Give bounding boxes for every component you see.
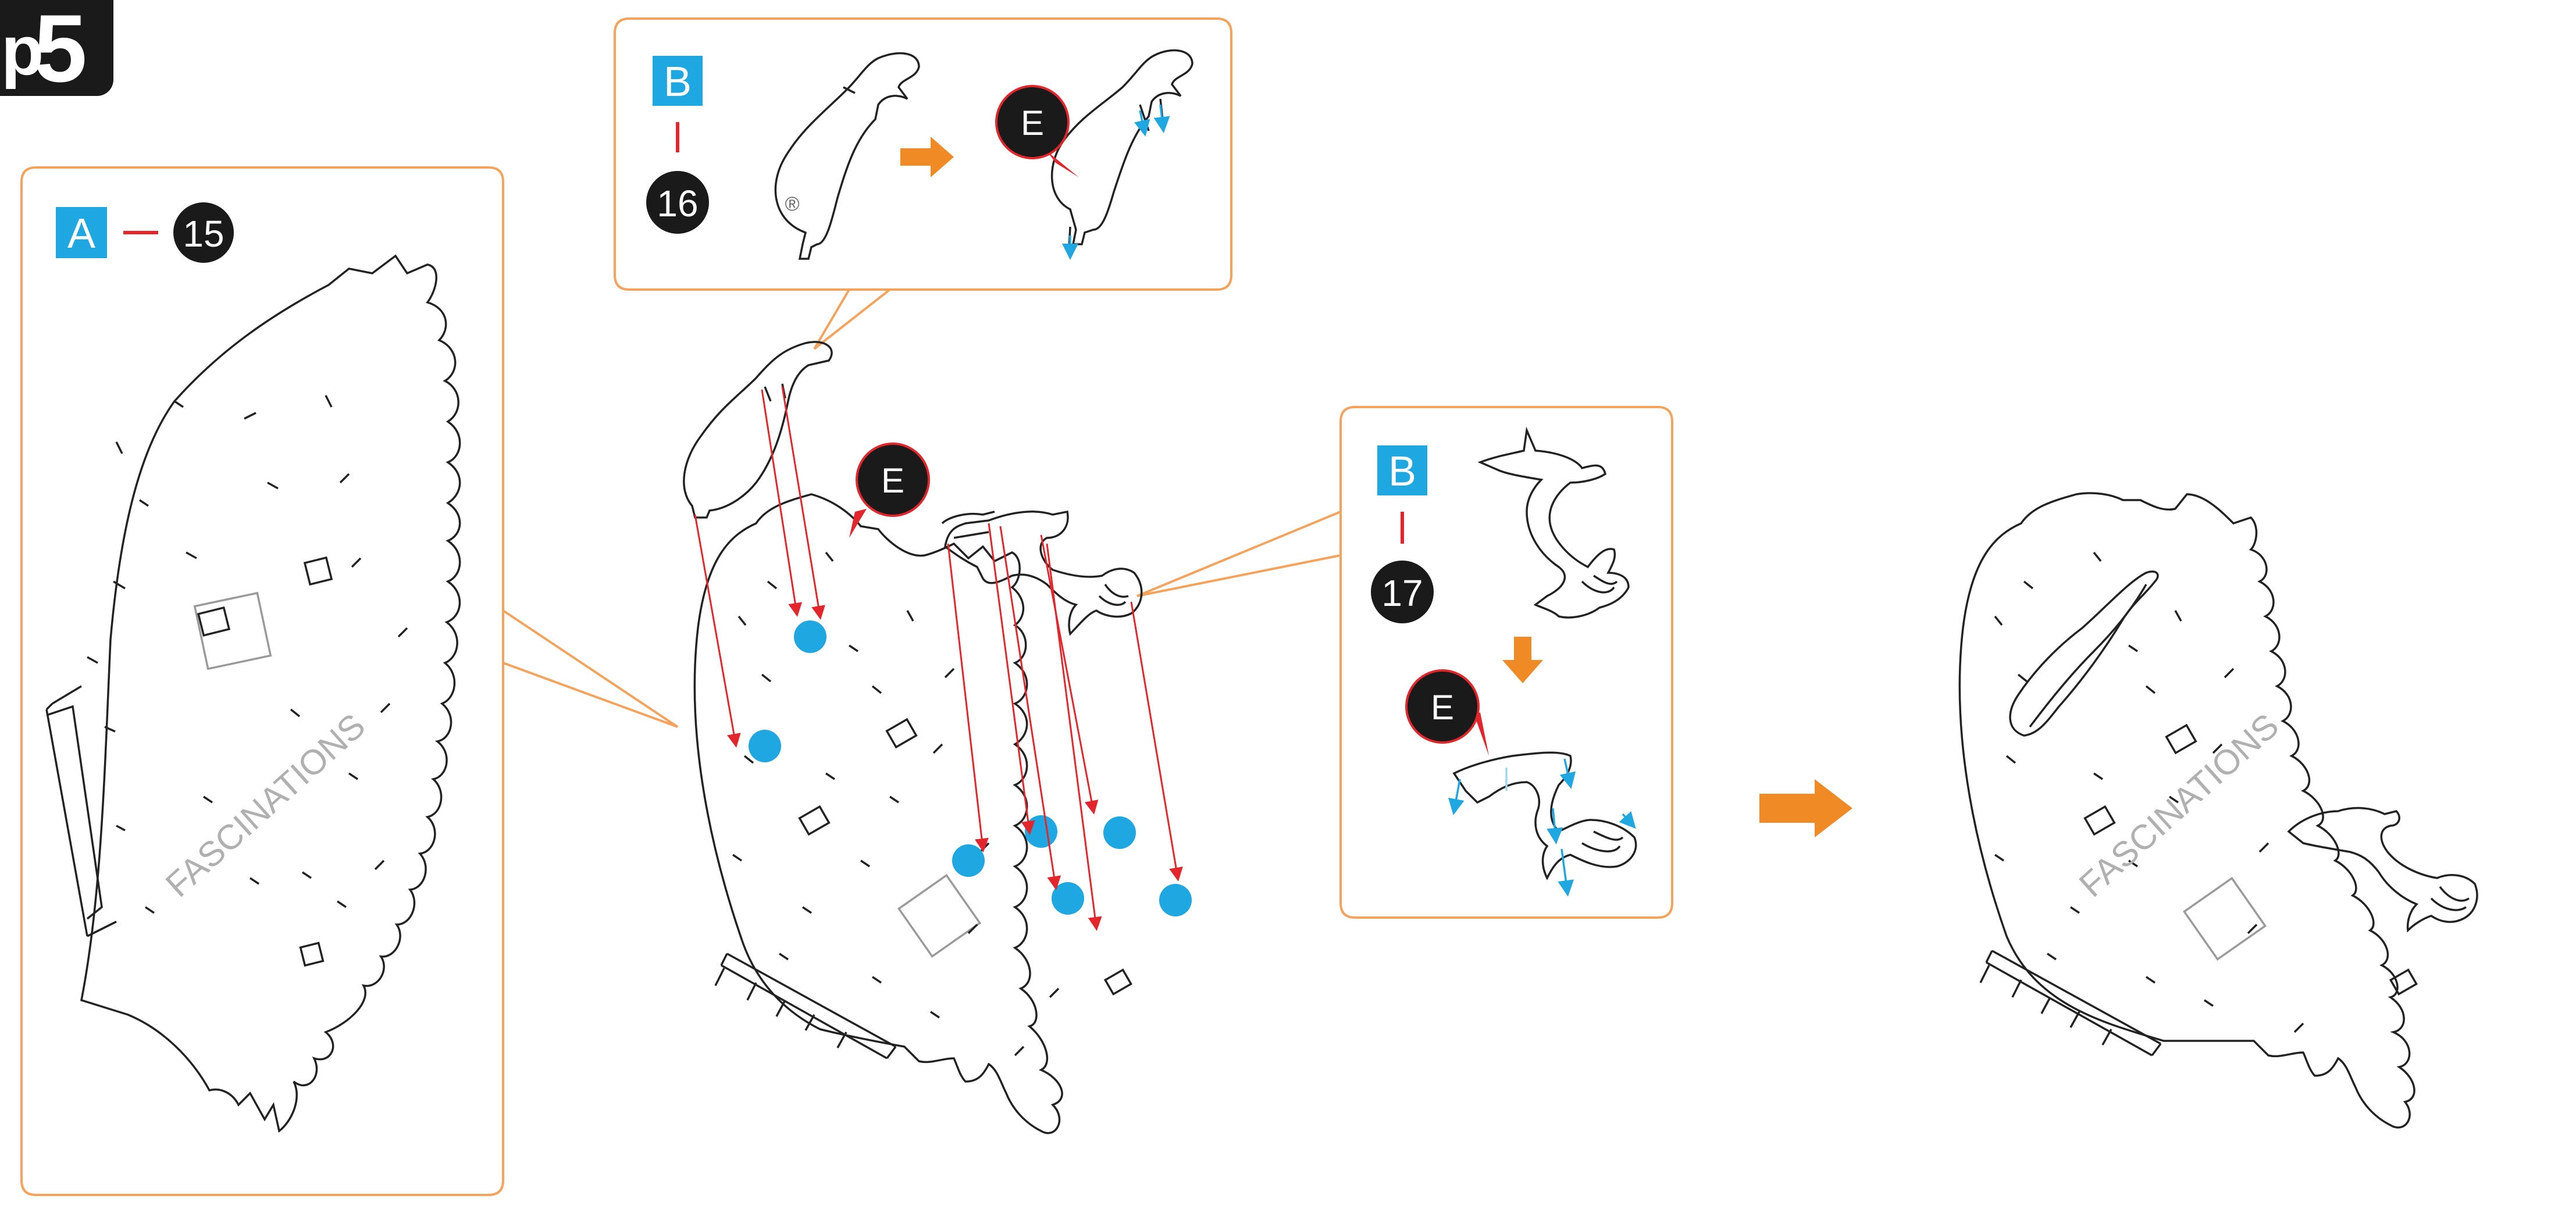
part-label-b16: B 16 xyxy=(646,56,709,234)
callout-connector xyxy=(1136,511,1341,597)
sheet-letter: B xyxy=(1388,448,1416,495)
callout-connector xyxy=(502,609,679,728)
connection-points xyxy=(749,620,1192,916)
piece-15-outline xyxy=(45,254,461,1133)
piece-17-folded xyxy=(1452,751,1637,880)
connection-point-icon xyxy=(1052,882,1084,915)
connection-point-icon xyxy=(1159,884,1192,916)
connection-point-icon xyxy=(1025,815,1057,848)
result-piece-17 xyxy=(2287,807,2478,933)
sheet-letter: B xyxy=(664,59,692,105)
part-number: 15 xyxy=(183,213,224,255)
sheet-label-square xyxy=(653,56,703,106)
part-number: 16 xyxy=(657,183,698,224)
part-number-circle xyxy=(646,171,709,234)
callout-frame xyxy=(20,166,504,1196)
fold-direction-arrows xyxy=(1062,104,1170,260)
part-label-a15: A 15 xyxy=(56,202,234,263)
sheet-label-square xyxy=(56,207,107,258)
step-number: 5 xyxy=(34,0,87,102)
tool-e-marker-icon: E xyxy=(849,443,930,538)
step-badge: p 5 xyxy=(0,0,113,102)
result-piece-16 xyxy=(2009,570,2159,737)
registered-symbol: ® xyxy=(785,193,799,215)
main-assembly: E xyxy=(683,341,1192,1134)
step-prefix: p xyxy=(1,12,44,90)
tool-e-marker-icon: E xyxy=(1405,669,1489,756)
main-piece-17 xyxy=(941,510,1143,636)
main-piece-15 xyxy=(693,493,1132,1134)
orange-arrow-icon xyxy=(900,137,954,177)
part-label-b17: B 17 xyxy=(1371,445,1434,623)
orange-arrow-icon xyxy=(1502,637,1543,683)
callout-connector xyxy=(813,288,891,350)
tool-letter: E xyxy=(881,461,904,500)
result-piece-15 xyxy=(1958,492,2418,1129)
part-number-circle xyxy=(173,202,234,263)
result-assembly: FASCINATIONS xyxy=(1958,492,2478,1129)
detail-a-callout: A 15 FASCINATIONS xyxy=(20,166,679,1196)
tool-letter: E xyxy=(1431,688,1454,727)
piece-16-flat xyxy=(774,52,920,260)
watermark: FASCINATIONS xyxy=(2072,706,2286,904)
connection-point-icon xyxy=(952,844,985,877)
tool-e-marker-icon: E xyxy=(995,85,1079,177)
sheet-letter: A xyxy=(67,210,95,257)
main-piece-16 xyxy=(683,341,833,519)
part-number-circle xyxy=(1371,561,1434,623)
connection-point-icon xyxy=(1103,816,1136,849)
orange-arrow-icon xyxy=(1759,779,1852,837)
connection-point-icon xyxy=(794,620,826,653)
sheet-label-square xyxy=(1377,445,1427,495)
detail-17-callout: B 17 E xyxy=(1136,406,1673,919)
fold-direction-arrows xyxy=(1448,758,1636,897)
tool-letter: E xyxy=(1021,104,1044,142)
piece-17-flat xyxy=(1477,426,1630,619)
connection-point-icon xyxy=(749,730,781,762)
insertion-arrows xyxy=(694,386,1183,931)
detail-16-callout: B 16 ® E xyxy=(614,17,1232,350)
part-number: 17 xyxy=(1381,572,1423,614)
